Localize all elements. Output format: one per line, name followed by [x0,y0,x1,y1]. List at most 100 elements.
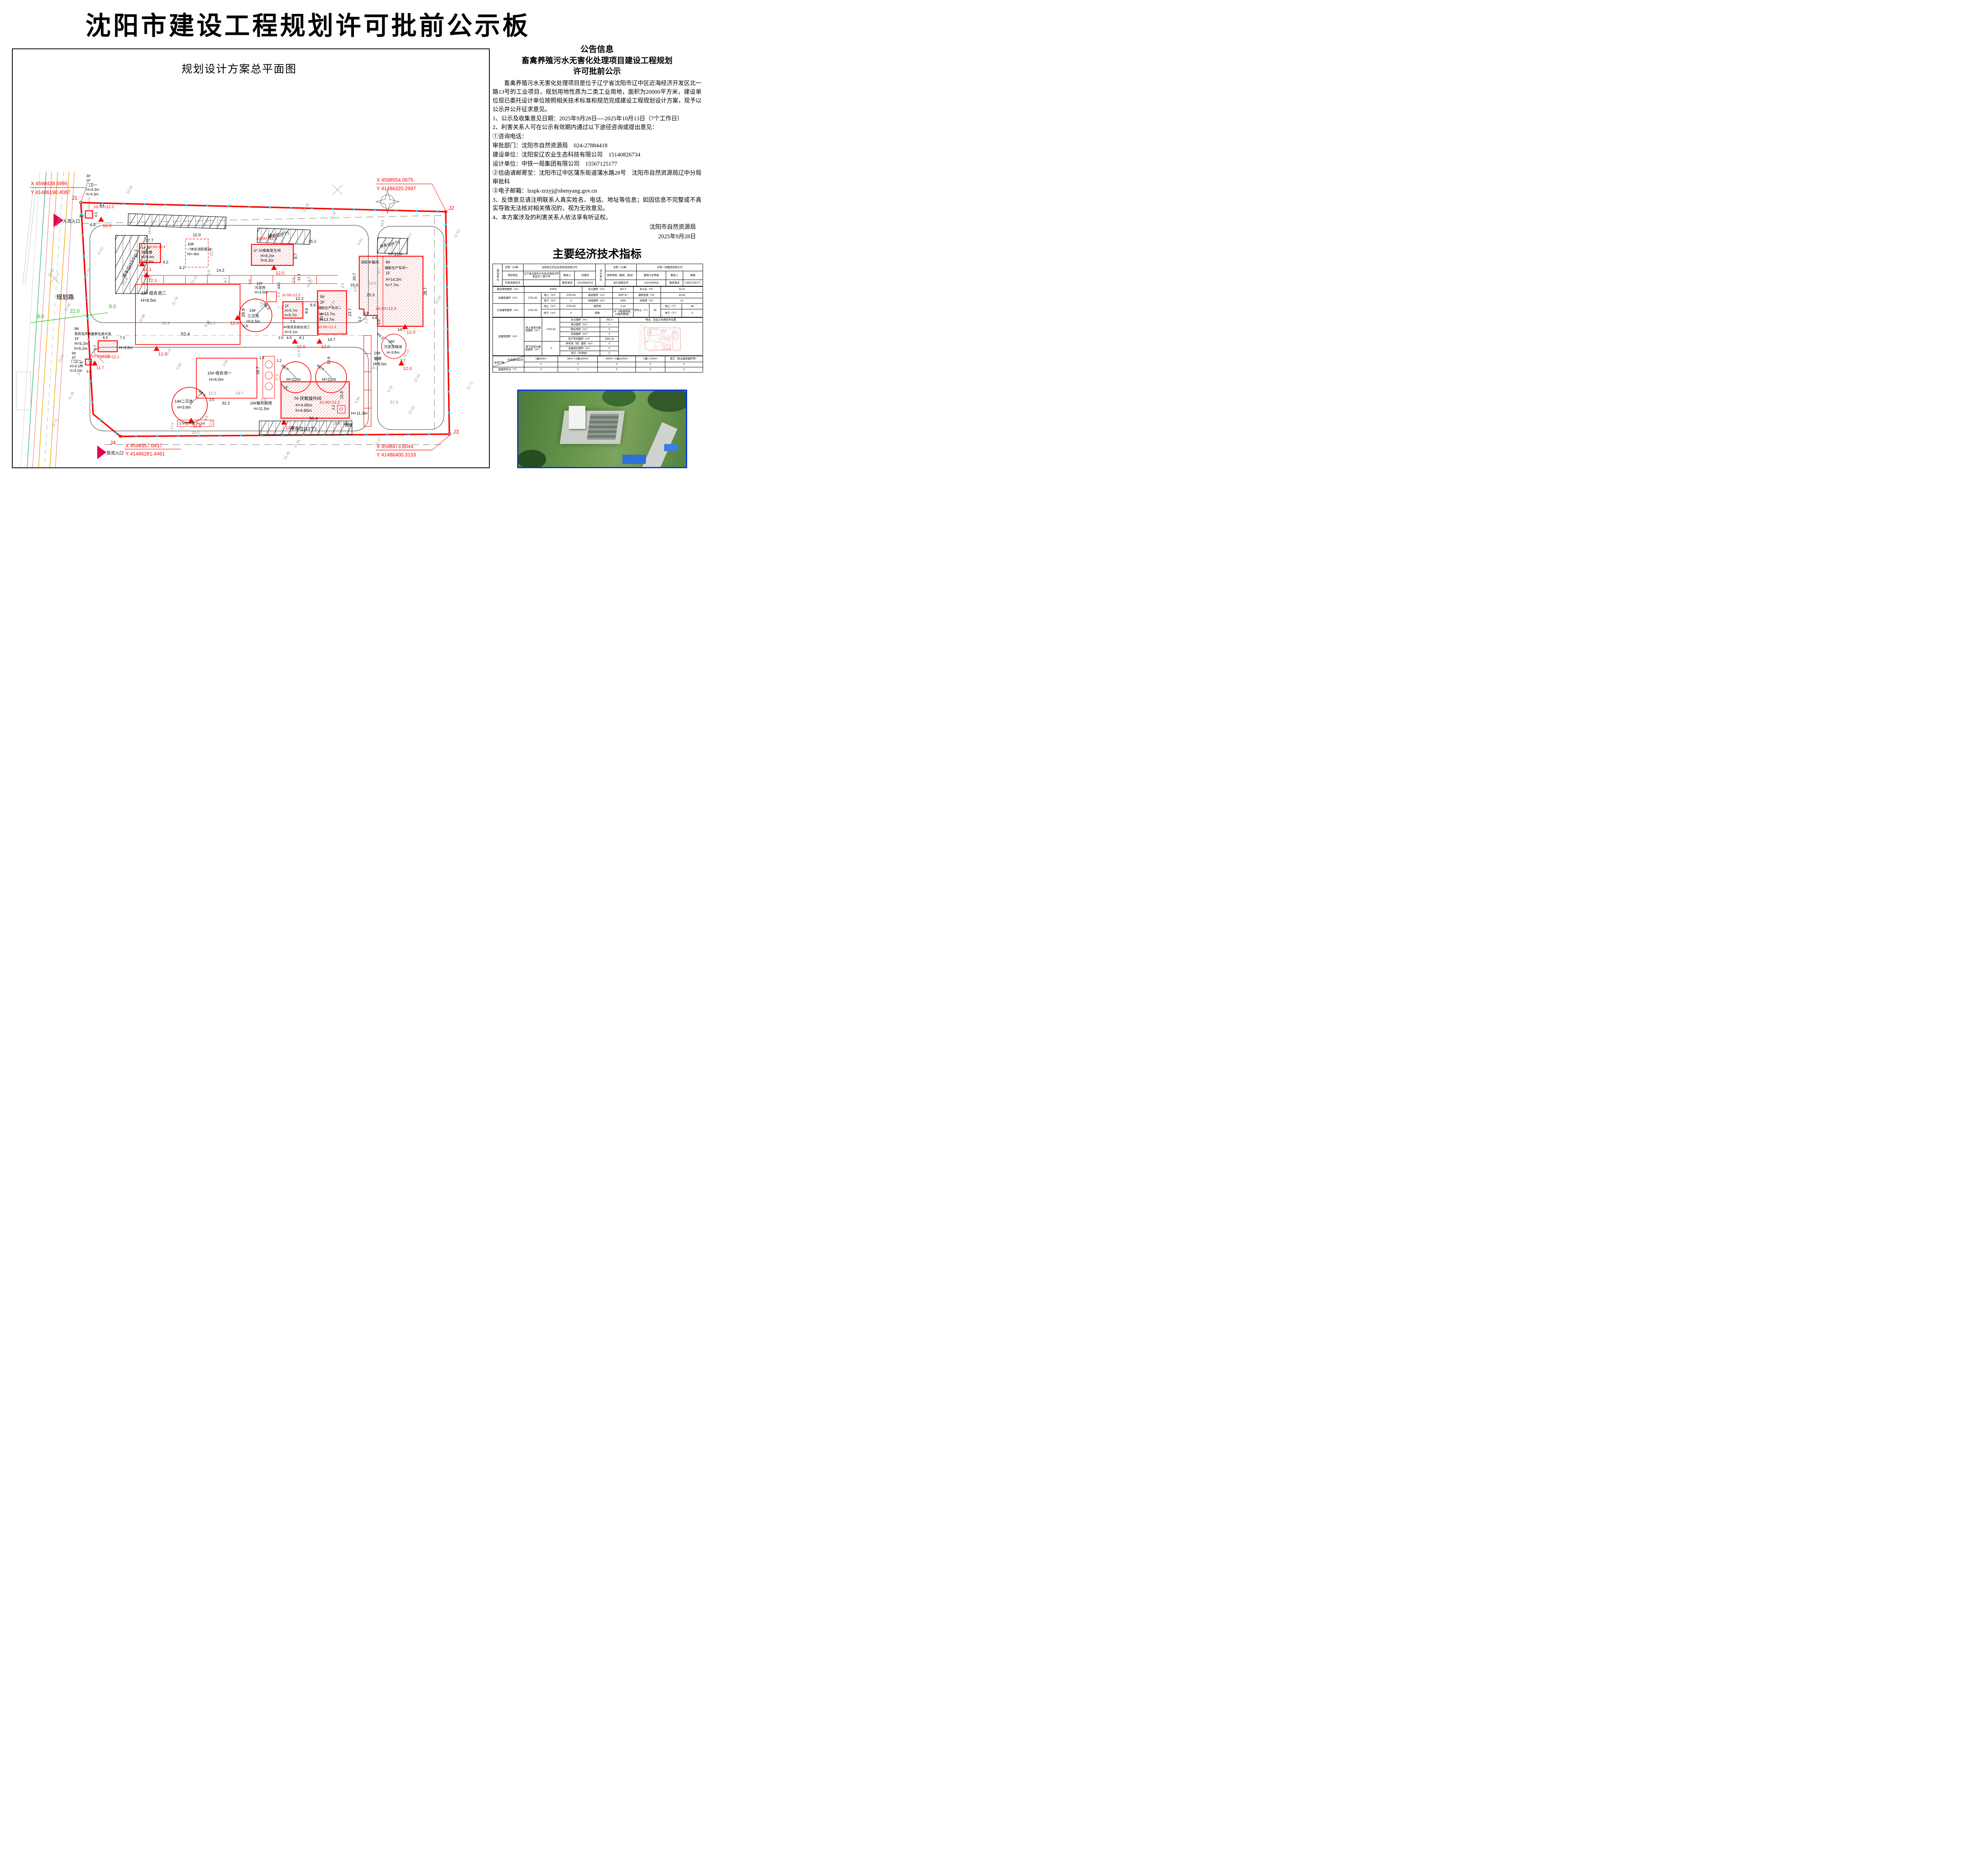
parcel [637,344,639,348]
plan-ln [674,340,675,342]
notice-paragraph: 建设单位：沈阳安辽农业生态科技有限公司 15140826734 [493,152,641,158]
plan-tx: 3.6 [79,361,83,367]
plan-tx: 8.6 [305,308,309,314]
plan-tx: 10.6 [368,281,376,286]
structure-h38 [645,341,648,342]
building-16-tower [263,356,275,399]
plan-tx: h=5.7m [285,313,297,317]
plan-tx: 9.78 [386,385,394,393]
inner-road [673,330,680,350]
plan-tx: 11.2 [134,249,139,257]
building-3-gatehouse1 [85,210,93,219]
indicators-heading: 主要经济技术指标 [552,248,641,261]
plan-tx: 12.0 [403,367,412,371]
building-5-aux2 [667,336,670,341]
plan-tx: 4.2 [179,266,185,270]
plan-tx: 5.9 [377,319,381,324]
plan-tx: 28.9 [241,309,246,317]
plan-tx: H=4.5m [255,290,268,294]
plan-tri [92,360,98,366]
plan-tx: 4.1 [94,212,98,217]
plan-tx: H=5.7m [285,309,298,313]
plan-ln [678,325,680,328]
survey-cross [668,325,670,327]
cell-hp: 0 [524,367,558,372]
plan-tx: ±0.00=12.3 [282,293,300,297]
plan-tx: 3.5 [209,420,214,425]
parking-strip-top [648,328,659,330]
plan-tx: 12.0 [230,321,239,326]
cell-below-total: 0 [542,341,560,356]
plan-tx: 12# [257,281,263,285]
cell-green-label: 绿地面积（m²） [582,297,613,304]
building-4-pump [664,337,666,339]
plan-tx: 12.9 [297,350,301,357]
cell-green: 2400 [612,297,634,304]
inner-road [377,226,444,430]
plan-ci [662,343,663,344]
building-15-pool1 [655,343,662,347]
plan-tx: 25.3 [367,293,375,297]
plan-tx: 17.7 [145,239,153,243]
cell-below-label: 地下（m²） [541,309,560,317]
cell-density: 33.49 [661,292,703,298]
tank-22m-b [315,361,347,393]
plan-tx: 7.0 [120,336,125,340]
plan-tx: 1F [74,337,79,341]
plan-tx: 15.6 [380,220,385,227]
plan-tx: 4.2 [163,261,169,265]
plan-tx: 16.6 [327,357,331,365]
plan-tx: 12.0 [407,330,415,335]
plan-tx: 16.7 [370,366,378,370]
plan-tx: 16#氨吹脱塔 [250,401,272,406]
plan-tx: 12.5 [208,392,216,396]
cell-cap-below: 0 [560,309,582,317]
weighbridge-17 [177,420,214,427]
cell-hh: 100m²＜S建≤140m² [597,355,636,362]
plan-tx: 11.33 [329,210,337,220]
notice-paragraph: 审批部门：沈阳市自然资源局 024-27884418 [493,143,608,149]
notice-paragraph: 2、利害关系人可在公示有效期内通过以下途径咨询或提出意见： [493,124,658,131]
road-line [20,172,40,467]
survey-cross [641,334,642,336]
plan-tx: 6.5 [261,398,266,402]
plan-tx: 8.1 [299,336,304,340]
building-10-firepump [185,239,209,268]
cell-hp-label: 配建停车位（个） [492,367,525,372]
cell-bd-label: 车库面积（m²） [560,331,600,337]
plan-tx: 7# 厌氧操作间 [294,396,322,401]
plan-tx: 10.23 [408,405,415,415]
plan-tx: 3.7 [400,359,406,363]
plan-tri [292,338,298,344]
plan-tx: Y 41486320.2997 [377,186,416,191]
plan-tx: 35.4 [309,417,318,421]
plan-tx: H=13.7m [319,312,335,317]
plan-tx: 货流入口 [106,450,124,456]
building-5-aux2 [317,290,347,335]
building-1-office [139,243,161,263]
cell-builder-phone: 15140826734 [574,279,596,286]
tank-14 [653,345,657,349]
plan-tx: 19.7 [236,392,243,396]
survey-cross [49,273,60,284]
photo-blue-roof-building [622,455,646,464]
plan-tx: 3.2 [79,214,84,218]
cell-qual-label: 资质等级（建筑、规划） [605,270,637,280]
road-line-red [641,324,643,354]
plan-tx: 消防水箱间 [361,260,379,264]
plan-tx: 12.0 [158,352,167,357]
diag-top-label: 住宅建筑区间 [508,358,523,361]
cell-parking: 68 [649,303,661,317]
plan-tx: 10# [187,242,194,247]
plan-tx: 12.1 [148,278,157,283]
plan-tx: J2 [448,205,454,211]
tank-22m-a [663,343,667,346]
cell-land: 20000 [524,286,582,293]
cell-hh: 90m²＜S建≤100m² [557,355,598,362]
road-line-red [639,324,641,354]
building-10-firepump [654,331,657,334]
cell-hh: S建≤90m² [524,355,558,362]
road-dim-line [639,338,647,340]
cell-builder-contact: 刘维同 [574,270,596,280]
